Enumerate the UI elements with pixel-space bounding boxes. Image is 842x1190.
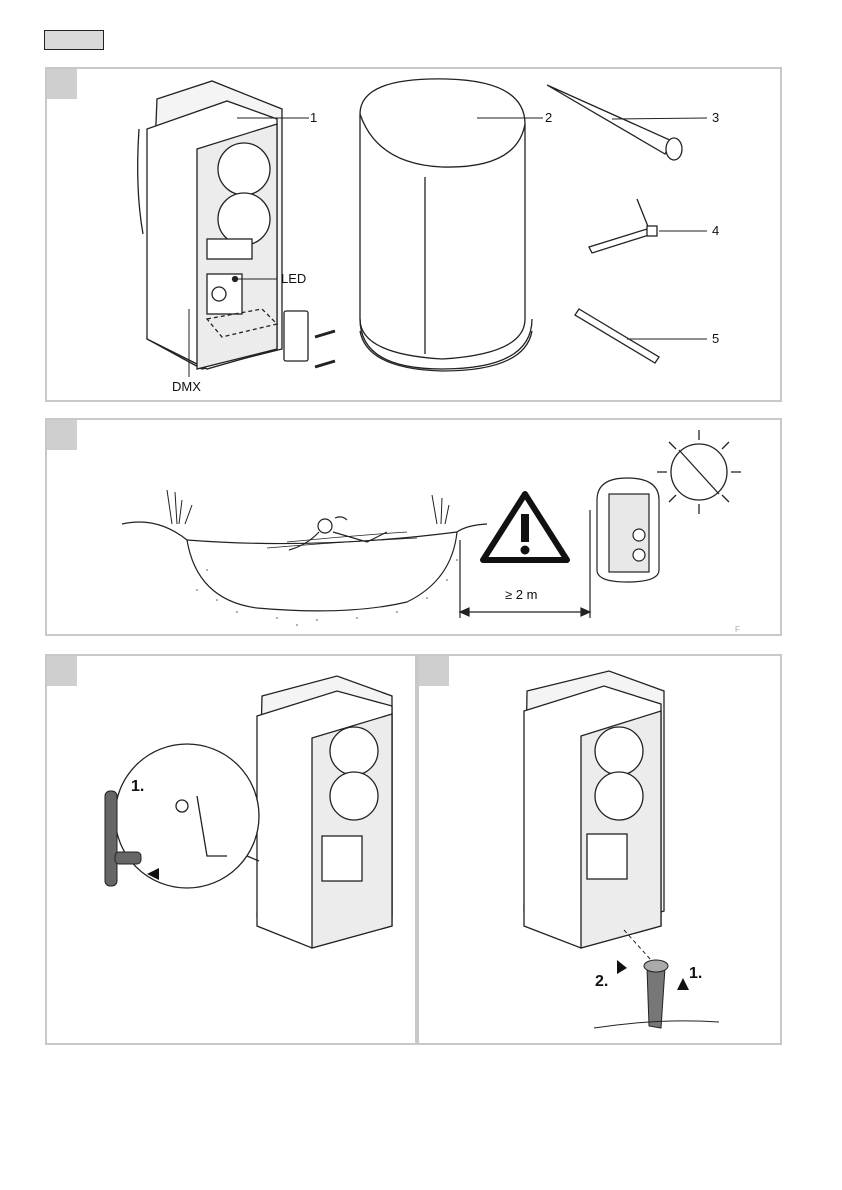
slide-arrow-icon xyxy=(617,960,627,974)
callout-led: LED xyxy=(281,271,306,286)
pond-ground-dots xyxy=(196,559,458,626)
antenna-drawing xyxy=(589,199,657,253)
panel-safety-distance: ≥ 2 m F xyxy=(45,418,782,636)
callout-dmx: DMX xyxy=(172,379,201,394)
antenna-install-illustration: 1. xyxy=(47,656,419,1047)
stake-step2-label: 2. xyxy=(595,973,608,990)
rod-drawing xyxy=(575,309,659,363)
ground-stake-drawing xyxy=(547,85,682,160)
callout-4: 4 xyxy=(712,223,719,238)
callout-3: 3 xyxy=(712,110,719,125)
stake-step1-label: 1. xyxy=(689,965,702,982)
panel-stake-mount: 1. 2. xyxy=(417,654,782,1045)
parts-illustration: 1 2 3 4 5 LED DMX xyxy=(47,69,784,404)
control-box-drawing xyxy=(257,676,392,948)
panel-antenna-install: 1. xyxy=(45,654,417,1045)
control-box-drawing xyxy=(524,671,664,948)
product-small-drawing xyxy=(597,478,659,582)
detail-magnifier xyxy=(115,744,259,888)
page-tag xyxy=(44,30,104,50)
sun-crossed-icon xyxy=(657,430,741,514)
stake-mount-illustration: 1. 2. xyxy=(419,656,784,1047)
safety-illustration: ≥ 2 m F xyxy=(47,420,784,638)
warning-triangle-icon xyxy=(483,494,567,560)
antenna-step-label: 1. xyxy=(131,778,144,795)
callout-5: 5 xyxy=(712,331,719,346)
callout-1: 1 xyxy=(310,110,317,125)
control-box-drawing xyxy=(138,81,335,369)
callout-2: 2 xyxy=(545,110,552,125)
distance-label: ≥ 2 m xyxy=(505,587,537,602)
footer-letter: F xyxy=(735,625,740,634)
push-down-arrow-icon xyxy=(677,978,689,990)
ground-stake-drawing xyxy=(624,930,668,1028)
panel-parts-overview: 1 2 3 4 5 LED DMX xyxy=(45,67,782,402)
pond-drawing xyxy=(122,490,487,611)
cover-dome-drawing xyxy=(360,79,532,371)
